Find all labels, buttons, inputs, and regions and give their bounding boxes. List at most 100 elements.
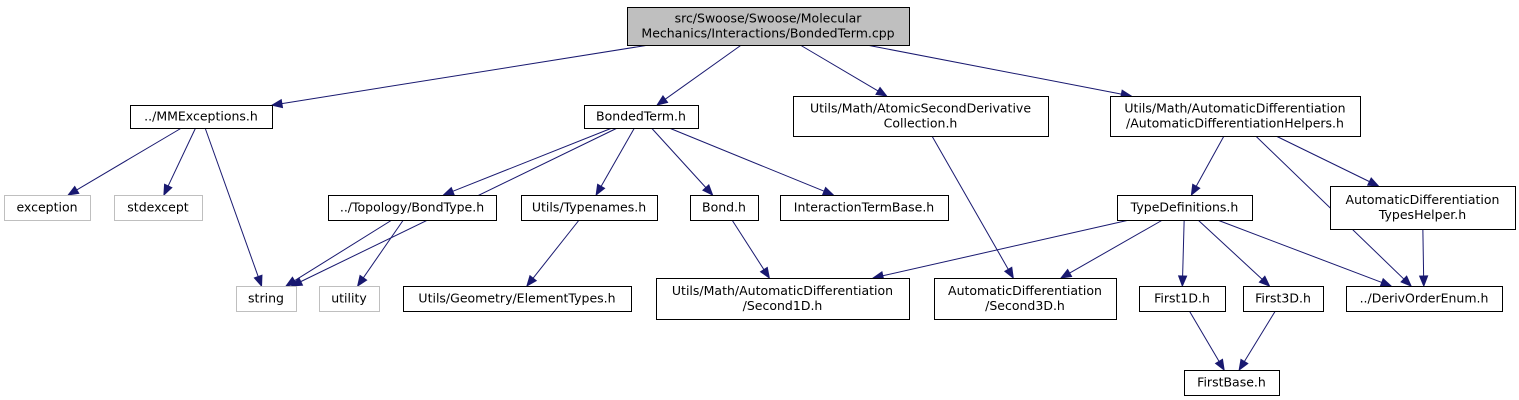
edge-line bbox=[1243, 310, 1276, 362]
edge-atomic_second-to-second3d bbox=[931, 135, 1014, 280]
edge-arrowhead bbox=[356, 274, 368, 288]
edge-root-to-atomic_second bbox=[799, 44, 888, 97]
edge-line bbox=[931, 135, 1009, 270]
edge-line bbox=[281, 44, 650, 105]
node-label: Utils/Typenames.h bbox=[532, 200, 646, 215]
node-box bbox=[114, 195, 203, 221]
edge-bondedterm_h-to-bondtype bbox=[442, 127, 613, 196]
edge-arrowhead bbox=[1366, 177, 1380, 187]
node-mmexceptions[interactable]: ../MMExceptions.h bbox=[130, 105, 273, 129]
node-first1d[interactable]: First1D.h bbox=[1139, 286, 1226, 312]
node-bondtype[interactable]: ../Topology/BondType.h bbox=[328, 195, 497, 221]
node-box bbox=[521, 195, 658, 221]
edge-arrowhead bbox=[656, 95, 669, 106]
edge-line bbox=[731, 219, 765, 270]
edge-bondedterm_h-to-typenames bbox=[595, 127, 635, 197]
node-box bbox=[793, 96, 1049, 137]
edge-mmexceptions-to-stdexcept bbox=[163, 127, 197, 197]
edge-arrowhead bbox=[702, 184, 714, 196]
edge-first1d-to-firstbase bbox=[1188, 310, 1225, 372]
edge-arrowhead bbox=[595, 183, 606, 197]
node-label: Utils/Geometry/ElementTypes.h bbox=[418, 291, 615, 306]
nodes-layer: src/Swoose/Swoose/MolecularMechanics/Int… bbox=[4, 7, 1516, 396]
node-label: Utils/Math/AutomaticDifferentiation bbox=[672, 283, 893, 298]
edge-bondedterm_h-to-bond bbox=[651, 127, 714, 196]
edge-arrowhead bbox=[442, 186, 455, 196]
edge-arrowhead bbox=[1177, 275, 1188, 288]
node-box bbox=[328, 195, 497, 221]
edge-arrowhead bbox=[526, 274, 538, 288]
node-label: BondedTerm.h bbox=[596, 109, 686, 124]
edge-arrowhead bbox=[1379, 277, 1393, 287]
edge-ad_helpers-to-typedefs bbox=[1190, 135, 1225, 197]
node-bond[interactable]: Bond.h bbox=[690, 195, 759, 221]
node-label: ../Topology/BondType.h bbox=[340, 200, 484, 215]
edge-ad_types_helper-to-derivorder bbox=[1418, 228, 1429, 288]
edge-root-to-ad_helpers bbox=[866, 44, 1133, 99]
node-box bbox=[4, 195, 91, 221]
edge-line bbox=[1069, 219, 1163, 274]
node-typedefs[interactable]: TypeDefinitions.h bbox=[1117, 195, 1253, 221]
node-label: TypesHelper.h bbox=[1378, 207, 1466, 222]
node-interaction_base[interactable]: InteractionTermBase.h bbox=[780, 195, 949, 221]
node-elementtypes[interactable]: Utils/Geometry/ElementTypes.h bbox=[403, 286, 632, 312]
edge-line bbox=[294, 219, 393, 282]
node-box bbox=[1184, 370, 1280, 396]
node-bondedterm_h[interactable]: BondedTerm.h bbox=[584, 105, 699, 129]
edge-line bbox=[532, 219, 580, 279]
edge-arrowhead bbox=[284, 276, 298, 287]
edge-arrowhead bbox=[1258, 275, 1271, 287]
node-label: ../MMExceptions.h bbox=[144, 109, 258, 124]
edge-line bbox=[1217, 219, 1382, 283]
node-label: First3D.h bbox=[1255, 291, 1311, 306]
edge-line bbox=[452, 127, 613, 192]
edge-root-to-bondedterm_h bbox=[656, 44, 742, 106]
node-box bbox=[319, 286, 380, 312]
node-box bbox=[584, 105, 699, 129]
edge-line bbox=[1195, 135, 1225, 187]
node-label: Utils/Math/AutomaticDifferentiation bbox=[1124, 101, 1345, 116]
edge-ad_helpers-to-derivorder bbox=[1255, 135, 1413, 287]
edge-line bbox=[866, 44, 1122, 95]
node-typenames[interactable]: Utils/Typenames.h bbox=[521, 195, 658, 221]
node-second1d[interactable]: Utils/Math/AutomaticDifferentiation/Seco… bbox=[656, 278, 910, 320]
edge-line bbox=[1188, 310, 1220, 362]
node-ad_helpers[interactable]: Utils/Math/AutomaticDifferentiation/Auto… bbox=[1110, 96, 1361, 137]
edge-arrowhead bbox=[875, 86, 888, 97]
edge-typedefs-to-second3d bbox=[1059, 219, 1163, 279]
node-label: First1D.h bbox=[1154, 291, 1210, 306]
node-box bbox=[130, 105, 273, 129]
node-label: exception bbox=[16, 200, 77, 215]
node-second3d[interactable]: AutomaticDifferentiation/Second3D.h bbox=[934, 278, 1117, 320]
node-firstbase[interactable]: FirstBase.h bbox=[1184, 370, 1280, 396]
edge-typenames-to-elementtypes bbox=[526, 219, 580, 288]
edge-line bbox=[204, 127, 259, 277]
edge-arrowhead bbox=[1400, 275, 1413, 287]
node-label: TypeDefinitions.h bbox=[1130, 200, 1239, 215]
edge-line bbox=[882, 219, 1130, 277]
node-label: /Second1D.h bbox=[743, 298, 823, 313]
edge-line bbox=[167, 127, 197, 187]
node-first3d[interactable]: First3D.h bbox=[1243, 286, 1324, 312]
edge-bond-to-second1d bbox=[731, 219, 771, 280]
node-box bbox=[656, 278, 910, 320]
edge-line bbox=[1182, 219, 1185, 277]
node-stdexcept: stdexcept bbox=[114, 195, 203, 221]
edge-bondtype-to-string bbox=[284, 219, 393, 287]
node-atomic_second[interactable]: Utils/Math/AtomicSecondDerivativeCollect… bbox=[793, 96, 1049, 137]
node-label: stdexcept bbox=[127, 200, 188, 215]
node-root: src/Swoose/Swoose/MolecularMechanics/Int… bbox=[627, 7, 910, 46]
edge-mmexceptions-to-string bbox=[204, 127, 263, 288]
node-box bbox=[1117, 195, 1253, 221]
edge-mmexceptions-to-exception bbox=[66, 127, 182, 196]
node-box bbox=[1346, 286, 1503, 312]
edge-bondtype-to-utility bbox=[356, 219, 404, 288]
node-label: Utils/Math/AtomicSecondDerivative bbox=[810, 101, 1031, 116]
node-box bbox=[1139, 286, 1226, 312]
node-label: utility bbox=[331, 291, 367, 306]
node-derivorder[interactable]: ../DerivOrderEnum.h bbox=[1346, 286, 1503, 312]
node-box bbox=[1330, 186, 1516, 230]
node-box bbox=[690, 195, 759, 221]
